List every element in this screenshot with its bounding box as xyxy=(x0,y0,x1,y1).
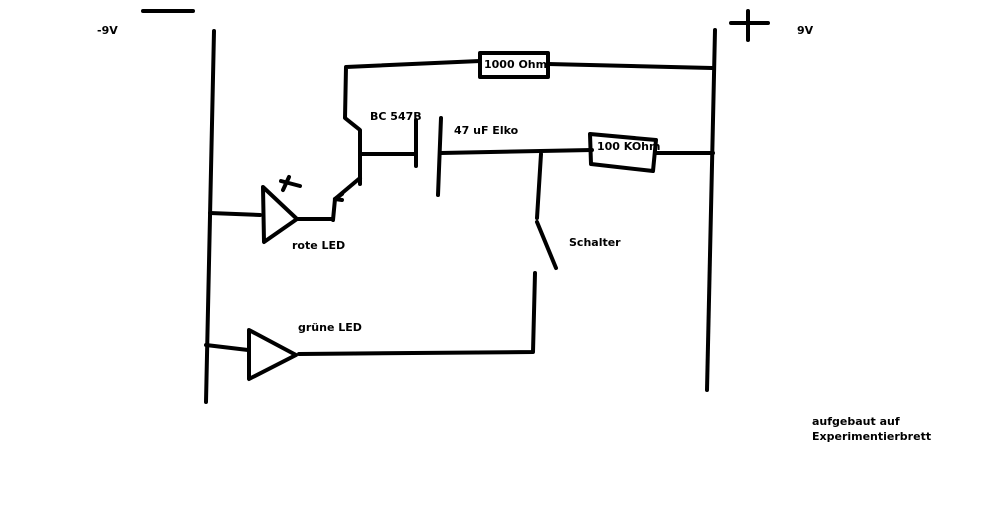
emitter-to-red-led xyxy=(331,197,337,222)
positive-voltage-label: 9V xyxy=(797,24,814,37)
negative-voltage-label: -9V xyxy=(97,24,118,37)
resistor-100-kohm xyxy=(588,132,658,173)
resistor-1000-ohm-label: 1000 Ohm xyxy=(484,58,548,71)
top-wire-right xyxy=(546,62,714,70)
resistor-100-kohm-label: 100 KOhm xyxy=(597,140,661,153)
capacitor-label: 47 uF Elko xyxy=(454,124,519,137)
green-led-triangle xyxy=(247,328,298,381)
note-line-1: aufgebaut auf xyxy=(812,415,900,428)
transistor-label: BC 547B xyxy=(370,110,422,123)
red-led-emission-mark-2 xyxy=(281,175,291,192)
red-led-wire-left xyxy=(208,211,262,217)
red-led-triangle xyxy=(261,185,299,244)
top-wire-left xyxy=(343,59,482,186)
note-line-2: Experimentierbrett xyxy=(812,430,932,443)
green-led-wire-left xyxy=(204,343,250,352)
middle-wire xyxy=(439,148,594,155)
negative-rail xyxy=(204,29,216,404)
red-led-emission-mark xyxy=(279,179,302,188)
switch-wire-bottom xyxy=(297,271,537,356)
red-led-label: rote LED xyxy=(292,239,346,252)
switch-label: Schalter xyxy=(569,236,621,249)
green-led-label: grüne LED xyxy=(298,321,362,334)
switch-blade xyxy=(535,220,558,270)
capacitor-plate-right xyxy=(436,116,443,197)
switch-wire-top xyxy=(535,152,543,220)
positive-rail xyxy=(705,28,717,392)
